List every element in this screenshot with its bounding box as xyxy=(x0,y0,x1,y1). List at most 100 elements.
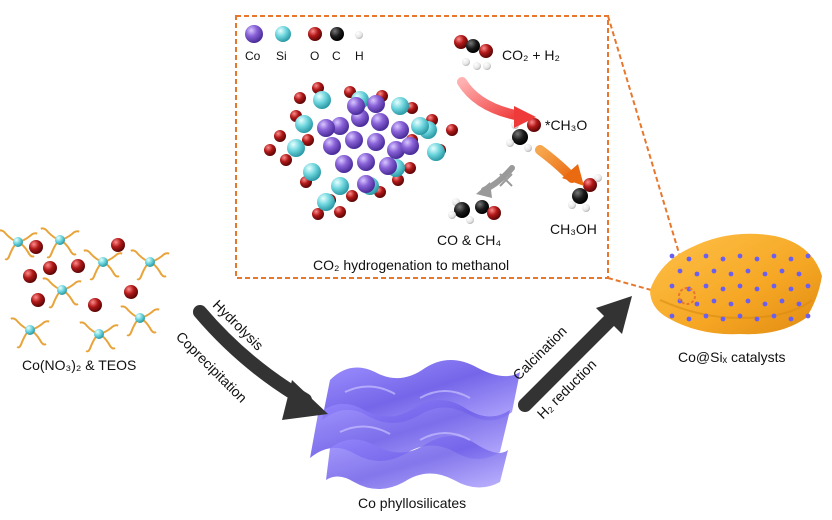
co-particle xyxy=(728,271,734,277)
co-particle xyxy=(669,283,675,289)
co-particle xyxy=(745,298,751,304)
ch3o-intermediate xyxy=(506,118,541,152)
co-particle xyxy=(788,256,794,262)
teos-si-center xyxy=(135,313,145,323)
co-ion xyxy=(31,293,45,307)
silicon-atom xyxy=(317,193,335,211)
ch3oh-molecule xyxy=(568,174,602,212)
co-particle xyxy=(788,286,794,292)
cobalt-atom xyxy=(347,97,365,115)
co-particle xyxy=(677,268,683,274)
co-particle xyxy=(703,283,709,289)
co-particle xyxy=(771,313,777,319)
co-particle xyxy=(754,286,760,292)
co-particle xyxy=(796,271,802,277)
cobalt-atom xyxy=(317,119,335,137)
oxygen-atom xyxy=(312,82,324,94)
co-particle xyxy=(737,313,743,319)
co-si-cluster xyxy=(264,82,458,220)
co-particle xyxy=(703,313,709,319)
arrow-precursor-to-sheets xyxy=(193,305,312,407)
co-particle xyxy=(703,253,709,259)
co-particle xyxy=(762,301,768,307)
arrow-to-intermediate xyxy=(457,77,525,121)
co-particle xyxy=(728,301,734,307)
cobalt-atom xyxy=(331,117,349,135)
cobalt-atom xyxy=(367,133,385,151)
co-particle xyxy=(737,283,743,289)
teos-si-center xyxy=(94,329,104,339)
product-label: CH₃OH xyxy=(550,221,597,237)
co-particle xyxy=(805,283,811,289)
silicon-atom xyxy=(331,177,349,195)
co-ion xyxy=(43,261,57,275)
silicon-atom xyxy=(313,91,331,109)
co-six-catalyst xyxy=(650,233,822,335)
silicon-atom xyxy=(391,97,409,115)
cobalt-atom xyxy=(367,95,385,113)
co-particle xyxy=(669,253,675,259)
teos-si-center xyxy=(57,285,67,295)
legend-label-c: C xyxy=(332,49,341,63)
co-particle xyxy=(694,271,700,277)
oxygen-atom xyxy=(334,206,346,218)
silicon-atom xyxy=(411,117,429,135)
co-particle xyxy=(762,271,768,277)
teos-si-center xyxy=(145,257,155,267)
silicon-atom xyxy=(303,163,321,181)
co-phyllosilicate-sheets xyxy=(310,360,520,489)
co-particle xyxy=(754,316,760,322)
cobalt-atom xyxy=(357,153,375,171)
blocked-cross-b xyxy=(499,173,513,187)
cobalt-atom xyxy=(335,155,353,173)
oxygen-atom xyxy=(446,124,458,136)
oxygen-atom xyxy=(392,174,404,186)
teos-si-center xyxy=(25,325,35,335)
legend-h-sphere xyxy=(355,31,363,39)
cobalt-atom xyxy=(323,137,341,155)
legend-label-si: Si xyxy=(276,49,287,63)
co-particle xyxy=(805,253,811,259)
phyllosilicate-label: Co phyllosilicates xyxy=(358,495,467,511)
byproduct-label: CO & CH₄ xyxy=(437,232,502,248)
cobalt-atom xyxy=(379,157,397,175)
teos-si-center xyxy=(98,257,108,267)
arrow-to-intermediate-head xyxy=(514,106,536,128)
precursor-label: Co(NO₃)₂ & TEOS xyxy=(22,357,137,373)
co-ion xyxy=(71,259,85,273)
precursor-mixture xyxy=(0,227,170,353)
cobalt-atom xyxy=(387,141,405,159)
arrow-sheets-to-catalyst xyxy=(518,311,619,412)
co-ion xyxy=(111,238,125,252)
legend-label-h: H xyxy=(355,49,364,63)
arrow-precursor-to-sheets-head xyxy=(282,380,328,420)
co-ion xyxy=(88,298,102,312)
oxygen-atom xyxy=(294,92,306,104)
oxygen-atom xyxy=(280,154,292,166)
silicon-atom xyxy=(295,115,313,133)
co-particle xyxy=(720,256,726,262)
intermediate-label: *CH₃O xyxy=(545,117,588,133)
zoom-circle xyxy=(678,287,696,305)
legend-si-sphere xyxy=(275,26,291,42)
cobalt-atom xyxy=(357,175,375,193)
silicon-atom xyxy=(427,143,445,161)
legend-o-sphere xyxy=(308,27,322,41)
teos-si-center xyxy=(13,237,23,247)
oxygen-atom xyxy=(274,130,286,142)
co-particle xyxy=(711,268,717,274)
co-particle xyxy=(796,301,802,307)
cobalt-atom xyxy=(345,131,363,149)
co-particle xyxy=(737,253,743,259)
catalyst-label: Co@Siₓ catalysts xyxy=(678,349,786,365)
co-particle xyxy=(694,301,700,307)
co-particle xyxy=(771,253,777,259)
zoom-line-top xyxy=(607,15,691,291)
legend-label-co: Co xyxy=(245,49,261,63)
co-ch4-molecules xyxy=(448,198,501,224)
co-particle xyxy=(745,268,751,274)
legend-label-o: O xyxy=(310,49,320,63)
co-particle xyxy=(669,313,675,319)
co-particle xyxy=(720,286,726,292)
co-ion xyxy=(29,240,43,254)
